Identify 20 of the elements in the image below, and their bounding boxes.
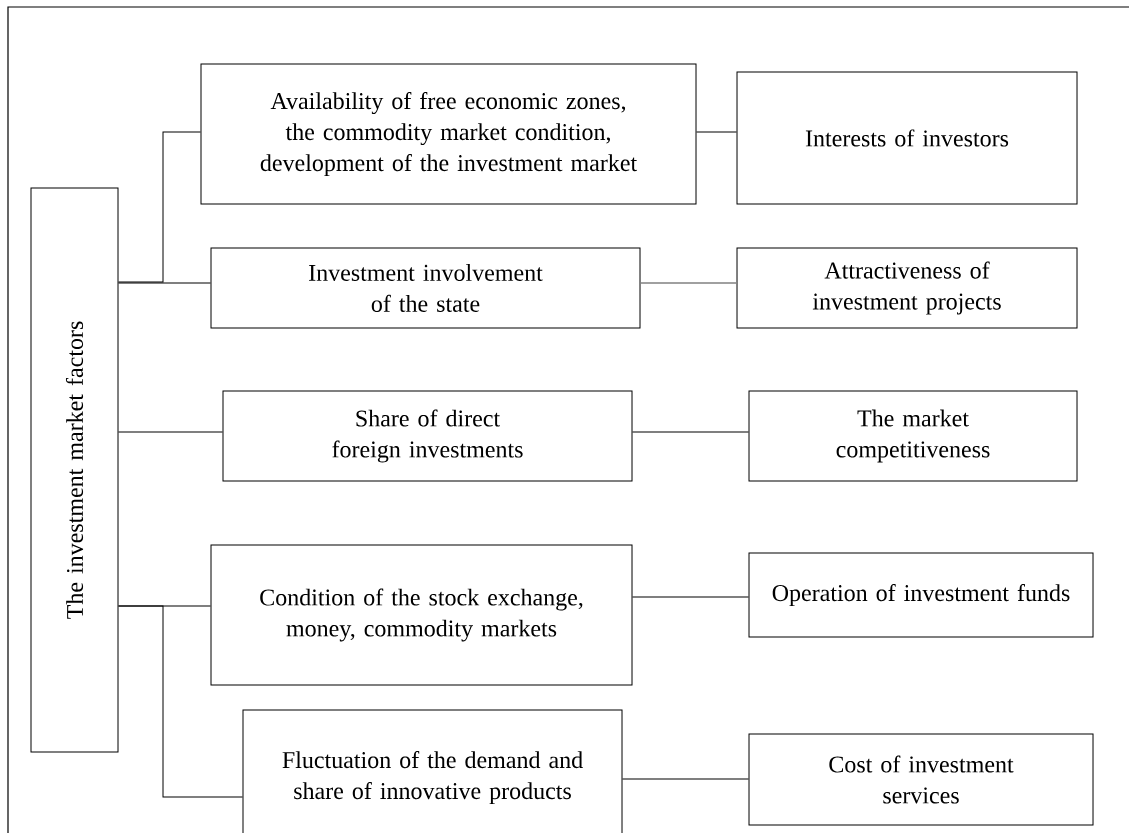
connector-line <box>118 282 211 284</box>
connector-line <box>696 131 737 133</box>
process-box: Availability of free economic zones, the commodity market condition, development of the investment market <box>200 63 697 205</box>
connector-line <box>632 596 749 598</box>
connector-line <box>118 131 201 283</box>
process-box: Fluctuation of the demand and share of innovative products <box>242 709 623 833</box>
connector-line <box>632 431 749 433</box>
process-box: Share of direct foreign investments <box>222 390 633 482</box>
connector-line <box>118 605 243 798</box>
connector-line <box>639 282 738 284</box>
process-box: Investment involvement of the state <box>210 247 641 329</box>
process-box: Condition of the stock exchange, money, commodity markets <box>210 544 633 686</box>
process-box: Attractiveness of investment projects <box>736 247 1078 329</box>
connector-line <box>118 431 223 433</box>
factor-box: The investment market factors <box>30 187 119 753</box>
process-box: Cost of investment services <box>748 733 1094 826</box>
connector-line <box>622 778 749 780</box>
process-box: Operation of investment funds <box>748 552 1094 638</box>
process-box: The market competitiveness <box>748 390 1078 482</box>
process-box: Interests of investors <box>736 71 1078 205</box>
